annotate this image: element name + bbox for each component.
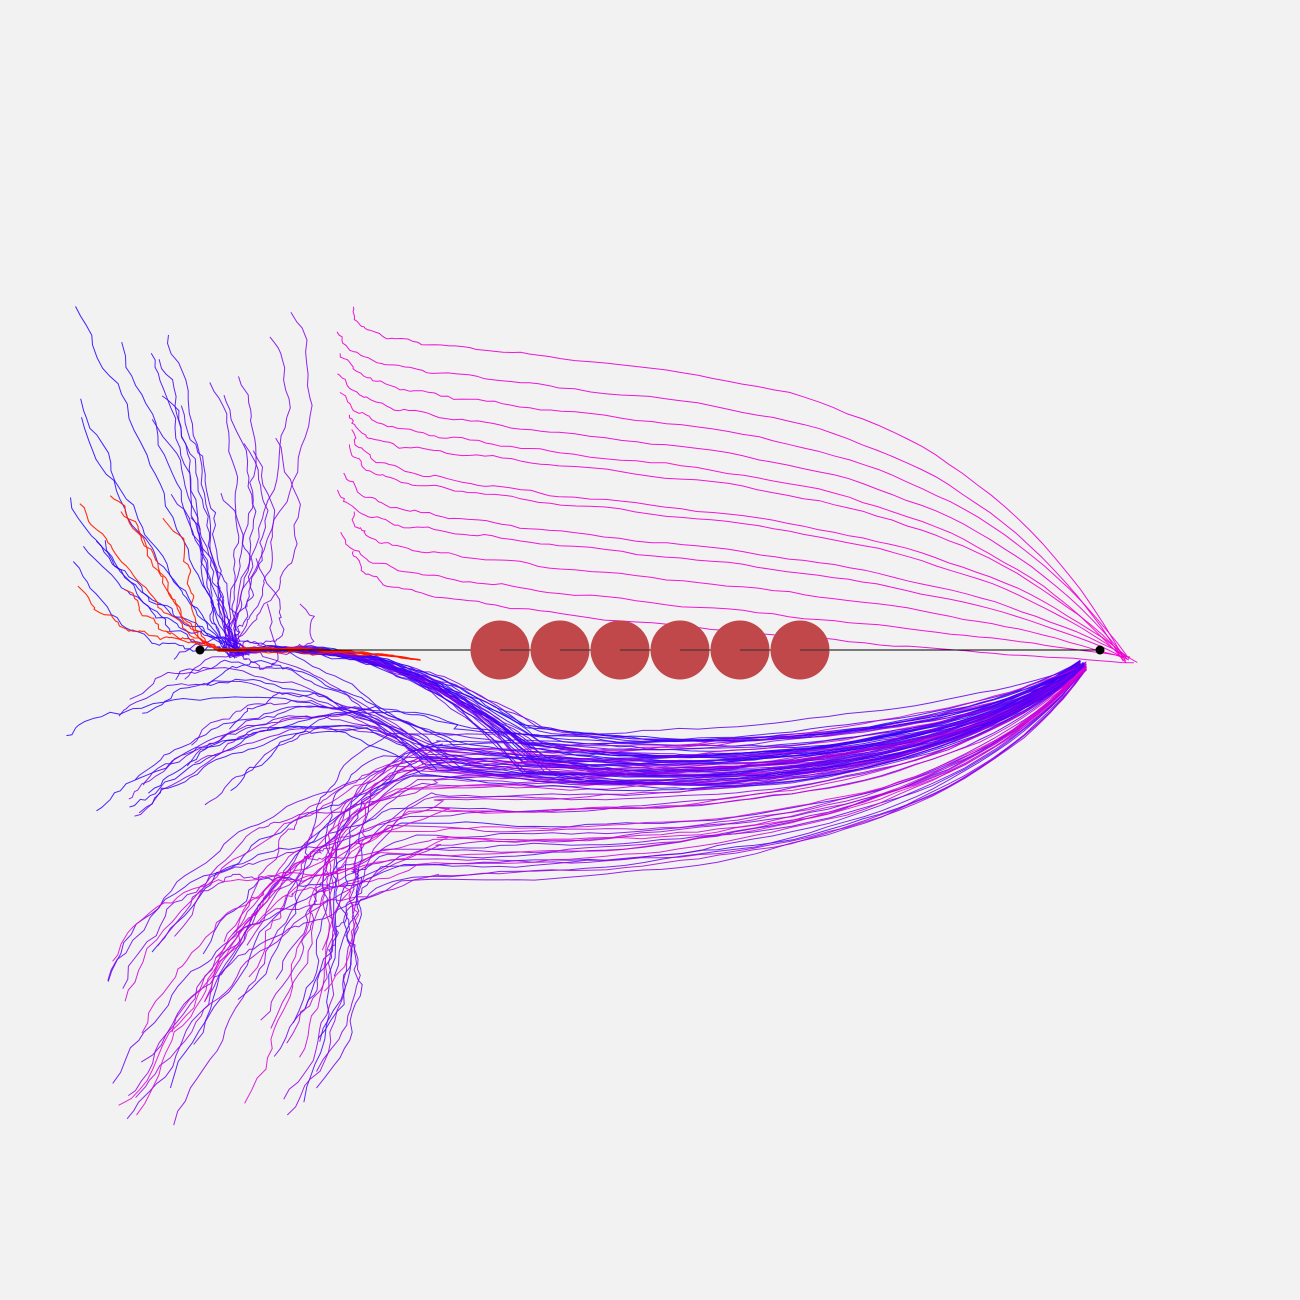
trajectory-path [141, 663, 1087, 1034]
trajectory-path [129, 663, 1085, 775]
trajectory-path [351, 511, 1128, 660]
trajectory-path [229, 664, 1085, 784]
trajectory-path [337, 373, 1128, 660]
trajectory-path [142, 662, 1085, 786]
trajectory-path [319, 667, 1087, 1042]
trajectory-path [104, 540, 1081, 773]
trajectory-layer [66, 306, 1138, 1126]
trajectory-path [351, 429, 1126, 656]
trajectory-path [337, 489, 1124, 658]
trajectory-path [96, 663, 1085, 812]
trajectory-path [191, 662, 1084, 778]
trajectory-path [232, 661, 1087, 935]
trajectory-path [339, 353, 1130, 660]
trajectory-path [140, 669, 1087, 1063]
trajectory-path [203, 667, 1087, 1003]
trajectory-path [95, 540, 1081, 752]
obstacle-layer [470, 620, 830, 680]
trajectory-path [194, 662, 1085, 786]
trajectory-path [230, 665, 1084, 792]
trajectory-path [223, 668, 1087, 942]
trajectory-path [292, 669, 1086, 1024]
trajectory-path [343, 472, 1138, 663]
trajectory-path [321, 663, 1086, 951]
trajectory-path [126, 667, 1087, 1120]
trajectory-path [324, 664, 1087, 992]
trajectory-path [340, 531, 1131, 658]
trajectory-path [184, 651, 1085, 785]
start-point [195, 645, 205, 655]
trajectory-path [128, 661, 1084, 800]
trajectory-path [223, 395, 1080, 777]
trajectory-path [202, 667, 1087, 955]
trajectory-path [186, 665, 1085, 767]
trajectory-path [248, 663, 1087, 978]
trajectory-path [107, 663, 1086, 982]
trajectory-path [151, 419, 1081, 757]
trajectory-path [66, 664, 1085, 766]
trajectory-path [79, 503, 420, 661]
trajectory-path [352, 306, 1127, 662]
trajectory-path [138, 663, 1085, 814]
trajectory-path [147, 664, 1085, 794]
goal-point [1095, 645, 1105, 655]
trajectory-path [112, 665, 1086, 962]
trajectory-path [339, 391, 1127, 664]
trajectory-path [316, 666, 1087, 1089]
trajectory-path [206, 659, 1085, 759]
trajectory-path [118, 664, 1084, 767]
trajectory-path [336, 331, 1124, 662]
trajectory-path [174, 665, 1087, 937]
trajectory-path [129, 665, 1085, 808]
trajectory-path [286, 663, 1086, 1116]
trajectory-path [316, 666, 1087, 1072]
trajectory-path [348, 414, 1124, 658]
trajectory-path [273, 668, 1086, 1057]
trajectory-path [348, 444, 1130, 661]
trajectory-path [204, 669, 1086, 1002]
trajectory-path [173, 636, 1085, 783]
trajectory-path [237, 663, 1087, 1000]
trajectory-path [136, 666, 1087, 1116]
trajectory-path [283, 668, 1087, 1100]
trajectory-path [151, 663, 1086, 953]
